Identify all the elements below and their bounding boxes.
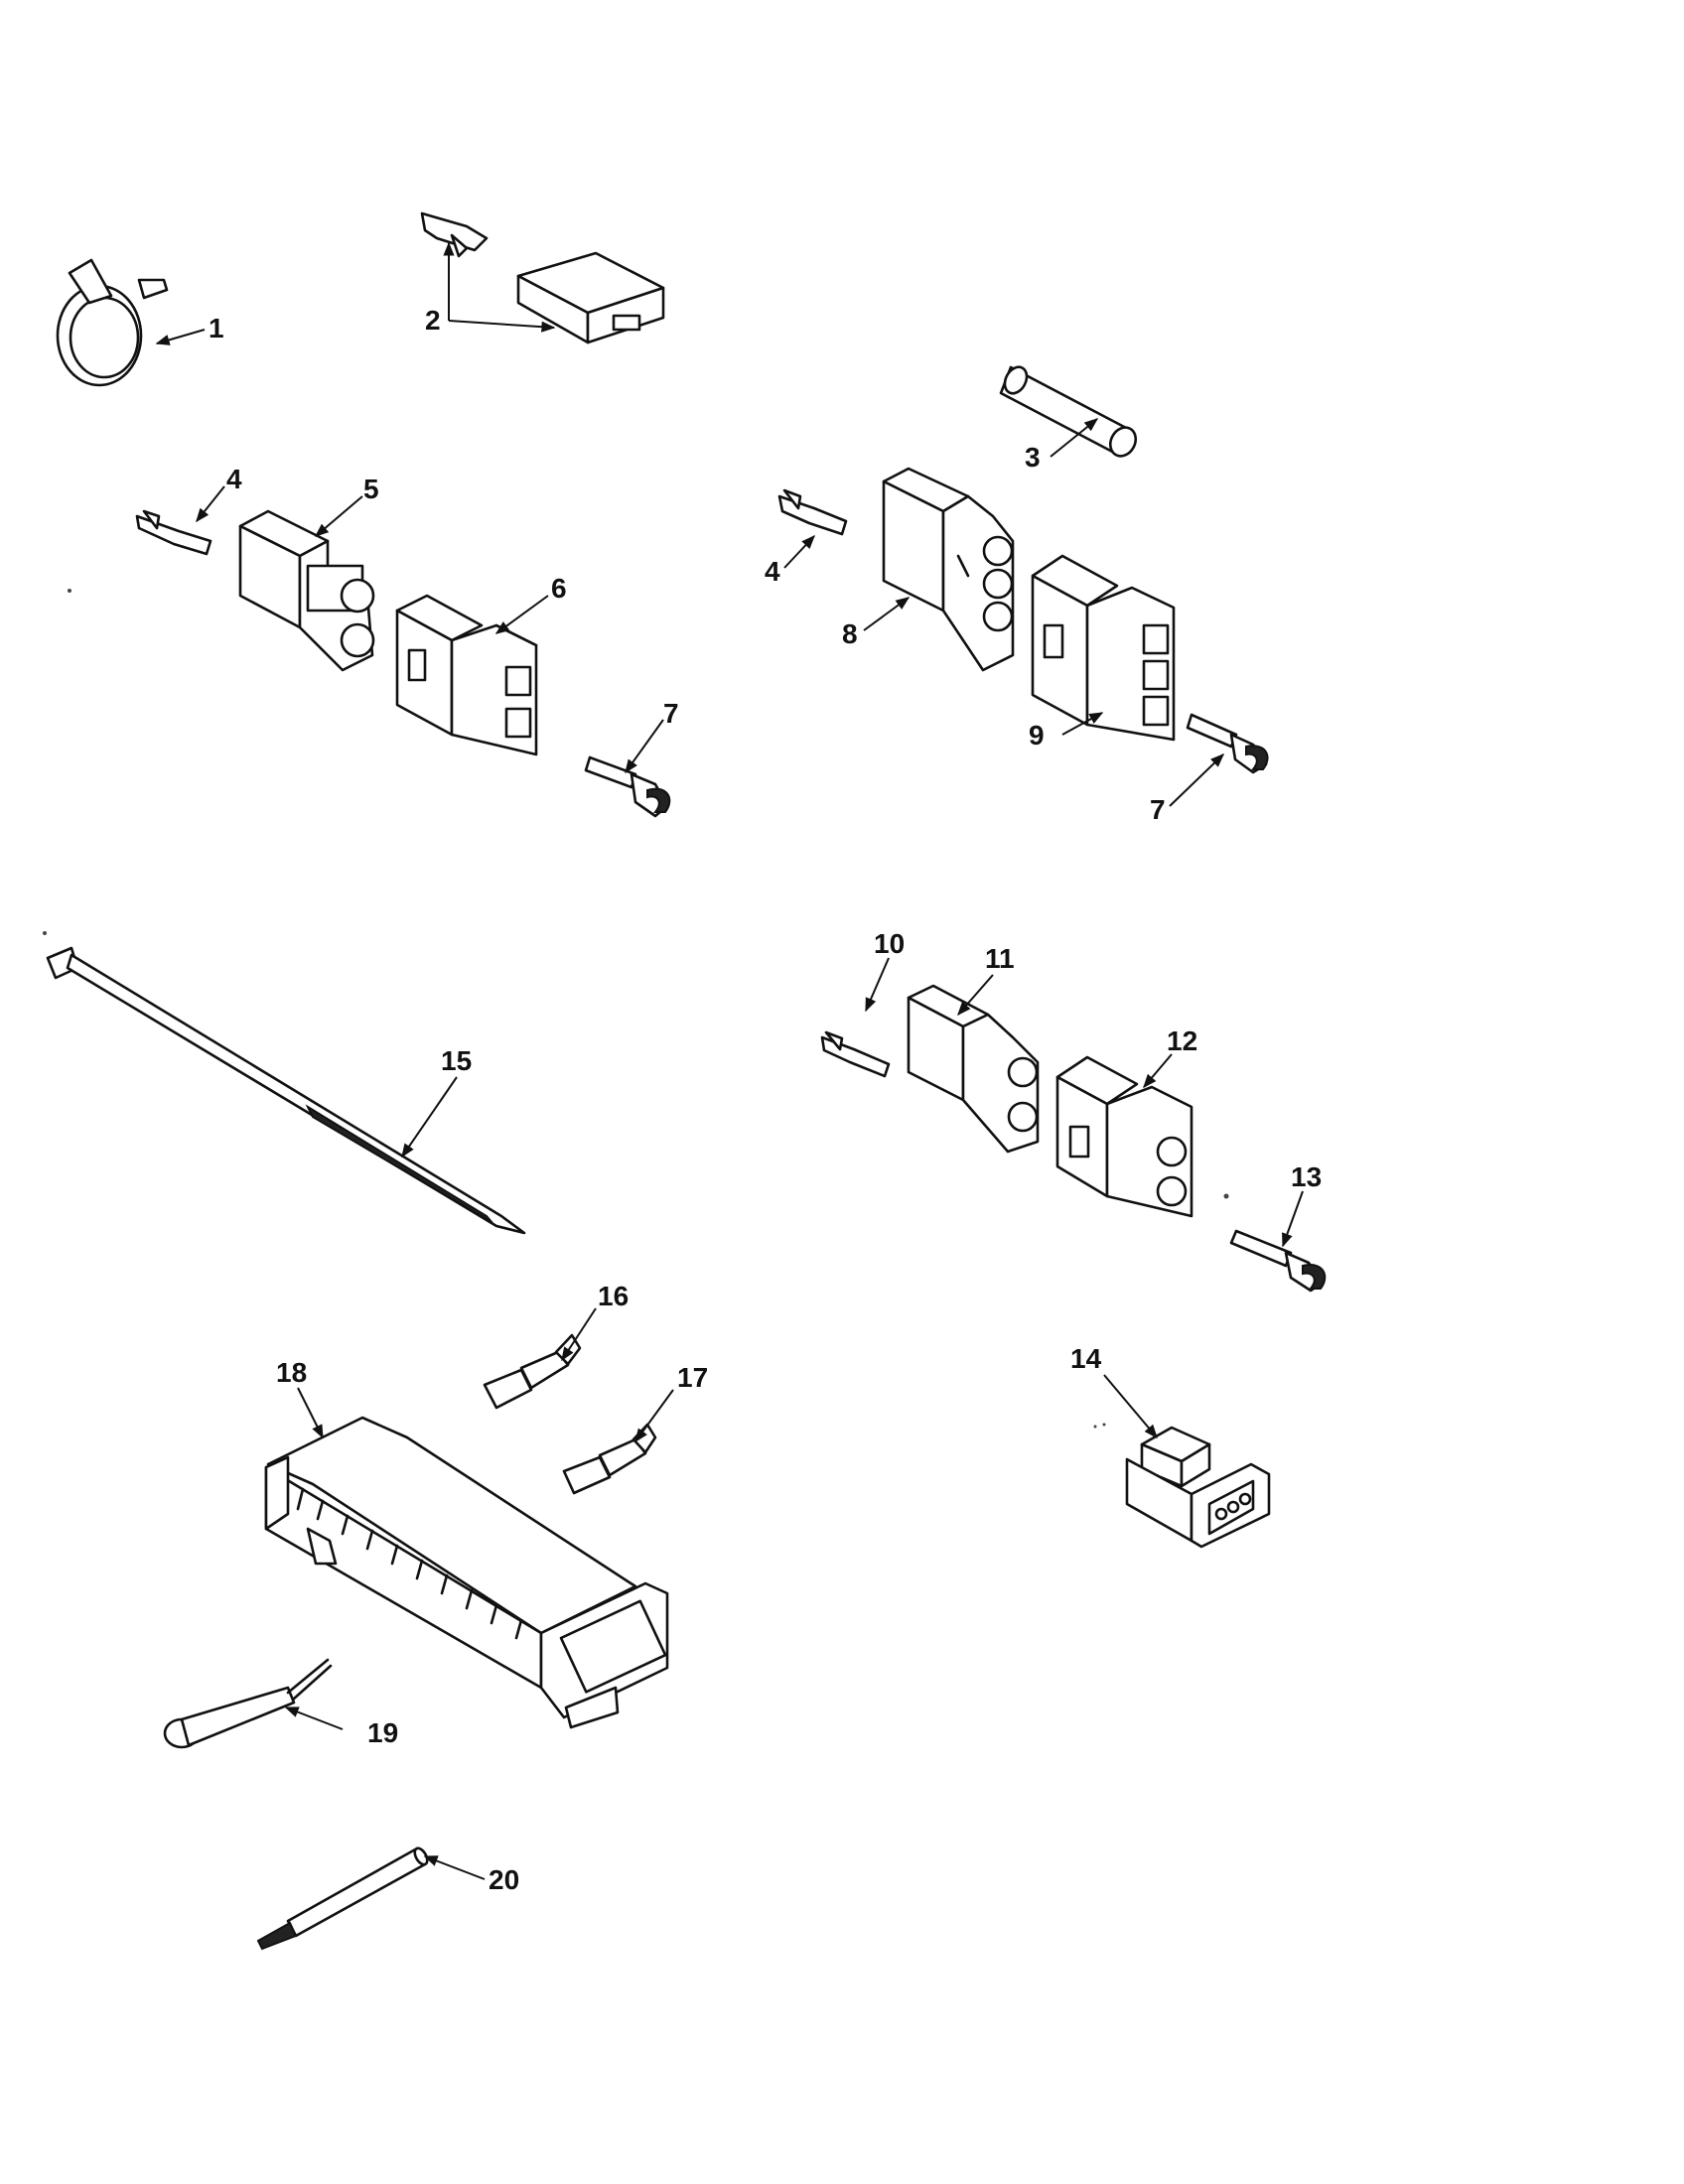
callout-14: 14 [1070, 1343, 1102, 1374]
part-16-spade [483, 1333, 582, 1410]
callout-16: 16 [598, 1281, 629, 1311]
part-7-socket-left [584, 755, 671, 818]
callout-12: 12 [1167, 1025, 1197, 1056]
callout-13: 13 [1291, 1161, 1322, 1192]
callout-7-left: 7 [663, 698, 679, 729]
part-18-housing-multipin [264, 1416, 669, 1729]
part-11-plug-2way [907, 984, 1040, 1154]
callout-4-left: 4 [226, 464, 242, 494]
callout-9: 9 [1029, 720, 1045, 751]
part-10-pin [820, 1030, 891, 1078]
callout-20: 20 [489, 1864, 519, 1895]
part-4-pin-left [135, 509, 212, 556]
callout-11: 11 [985, 943, 1015, 974]
callout-1: 1 [209, 313, 224, 343]
part-20-probe [256, 1846, 429, 1951]
part-5-plug-2way [238, 509, 375, 672]
scan-specks [43, 589, 1229, 1429]
part-4-pin-right [777, 488, 848, 536]
part-7-socket-right [1186, 713, 1269, 774]
part-13-socket [1229, 1229, 1327, 1293]
callout-8: 8 [842, 618, 858, 649]
callout-15: 15 [441, 1045, 472, 1076]
part-8-plug-3way [882, 467, 1015, 672]
callout-10: 10 [874, 928, 905, 959]
leader-lines [155, 241, 1304, 1880]
part-2-terminal-housing [420, 211, 665, 344]
callout-7-right: 7 [1150, 794, 1166, 825]
callout-5: 5 [363, 474, 379, 504]
part-3-sleeve [999, 365, 1138, 458]
callout-19: 19 [367, 1717, 398, 1748]
callout-2: 2 [425, 305, 441, 336]
part-9-receptacle-3way [1031, 554, 1176, 742]
callout-4-right: 4 [765, 556, 780, 587]
part-12-receptacle-2way [1055, 1055, 1193, 1218]
callout-17: 17 [677, 1362, 708, 1393]
part-17-spade [562, 1423, 657, 1495]
part-1-clamp [56, 258, 169, 387]
callout-6: 6 [551, 573, 567, 604]
part-19-pin-sleeve [163, 1658, 333, 1749]
part-6-receptacle-2way [395, 594, 538, 756]
callout-labels: 1 2 3 4 4 5 6 7 7 8 9 10 11 12 13 14 15 … [209, 305, 1322, 1895]
part-14-connector-3pin [1125, 1426, 1271, 1549]
callout-18: 18 [276, 1357, 307, 1388]
part-15-cable-tie [46, 946, 526, 1235]
callout-3: 3 [1025, 442, 1041, 473]
